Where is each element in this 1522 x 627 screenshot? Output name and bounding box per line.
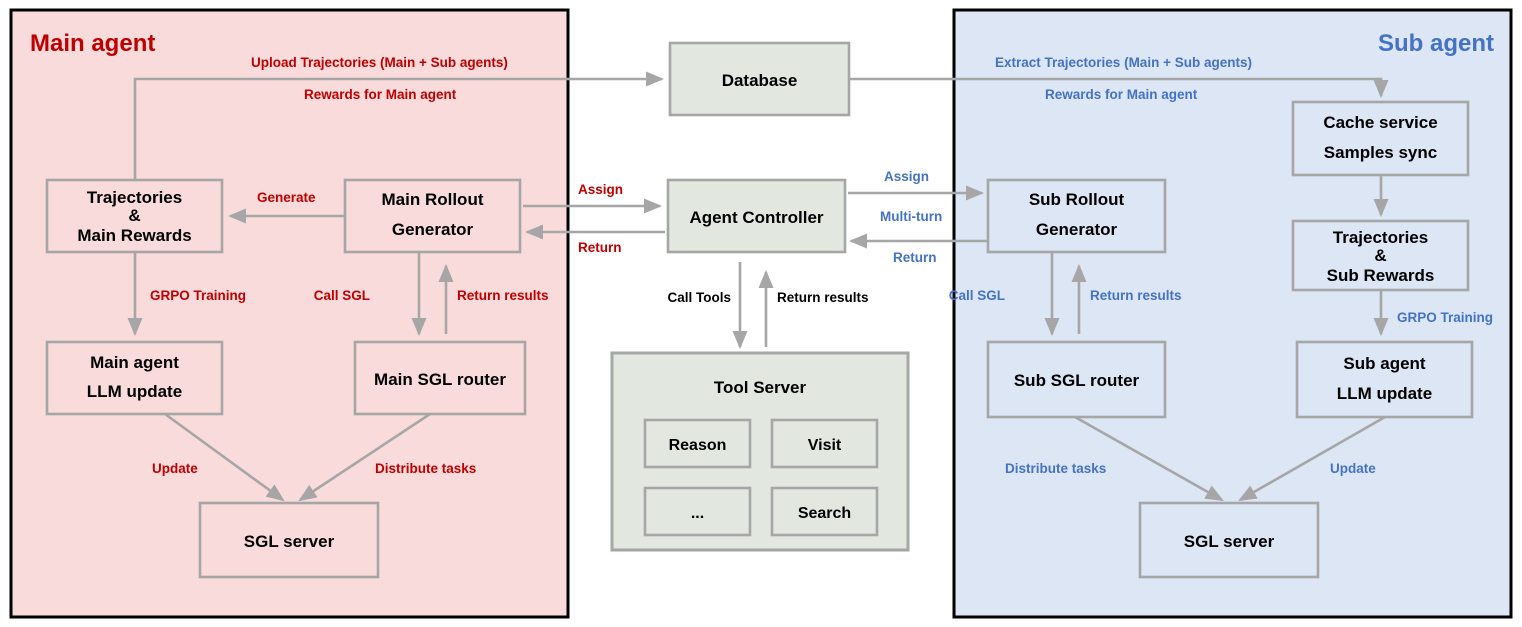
node-main-sgl-server-label: SGL server <box>244 532 335 551</box>
edge-label-return-results-center: Return results <box>777 290 869 305</box>
node-tool-server[interactable]: Tool Server Reason Visit ... Search <box>610 351 910 552</box>
node-main-trajectories-line-1: Trajectories <box>87 188 182 207</box>
edge-update-main <box>164 412 285 502</box>
edge-label-return-sub: Return <box>893 250 937 265</box>
tool-item-visit[interactable]: Visit <box>770 418 879 469</box>
main-agent-panel-title: Main agent <box>30 30 155 57</box>
edge-upload-trajectories <box>133 71 665 180</box>
sub-agent-panel-title: Sub agent <box>1378 30 1494 57</box>
node-sub-rollout-line-2: Generator <box>1036 220 1118 239</box>
node-sub-llm-update-line-2: LLM update <box>1337 384 1432 403</box>
tool-item-reason-label: Reason <box>669 437 727 454</box>
node-sub-sgl-server[interactable]: SGL server <box>1138 501 1320 579</box>
edge-label-generate: Generate <box>257 190 316 205</box>
edge-label-grpo-training-sub: GRPO Training <box>1397 310 1493 325</box>
node-agent-controller-label: Agent Controller <box>689 208 823 227</box>
tool-item-visit-label: Visit <box>808 437 842 454</box>
node-sub-rollout-generator[interactable]: Sub Rollout Generator <box>986 178 1167 254</box>
node-sub-trajectories-line-3: Sub Rewards <box>1327 266 1435 285</box>
node-main-llm-update-line-2: LLM update <box>87 382 182 401</box>
node-main-rollout-line-1: Main Rollout <box>382 190 484 209</box>
edge-label-grpo-training-main: GRPO Training <box>150 288 246 303</box>
edge-update-sub <box>1238 415 1386 502</box>
edge-label-multi-turn: Multi-turn <box>880 209 942 224</box>
node-main-sgl-router-label: Main SGL router <box>374 370 506 389</box>
edge-label-return-main: Return <box>578 240 622 255</box>
edge-label-update-sub: Update <box>1330 461 1376 476</box>
edge-label-update-main: Update <box>152 461 198 476</box>
node-sub-cache-line-2: Samples sync <box>1324 143 1437 162</box>
edge-label-extract-trajectories: Extract Trajectories (Main + Sub agents) <box>995 55 1252 70</box>
edge-extract-trajectories <box>849 77 1389 99</box>
node-main-trajectories-line-3: Main Rewards <box>77 226 191 245</box>
tool-item-more[interactable]: ... <box>643 486 752 537</box>
node-main-sgl-router[interactable]: Main SGL router <box>353 340 527 416</box>
edge-label-return-results-main: Return results <box>457 288 549 303</box>
edge-label-rewards-main: Rewards for Main agent <box>304 87 457 102</box>
node-database[interactable]: Database <box>668 41 851 117</box>
node-main-rollout-line-2: Generator <box>392 220 474 239</box>
node-main-sgl-server[interactable]: SGL server <box>198 501 380 579</box>
edge-label-rewards-main-sub: Rewards for Main agent <box>1045 87 1198 102</box>
node-sub-llm-update-line-1: Sub agent <box>1343 354 1426 373</box>
edge-label-call-sgl-sub: Call SGL <box>949 288 1005 303</box>
edge-label-distribute-tasks-main: Distribute tasks <box>375 461 476 476</box>
node-main-rollout-generator[interactable]: Main Rollout Generator <box>343 178 522 254</box>
node-sub-sgl-router[interactable]: Sub SGL router <box>986 340 1167 419</box>
node-sub-llm-update[interactable]: Sub agent LLM update <box>1295 340 1474 419</box>
edge-distribute-tasks-sub <box>1074 415 1224 502</box>
node-sub-trajectories-line-2: & <box>1374 246 1386 265</box>
node-agent-controller[interactable]: Agent Controller <box>666 178 847 254</box>
edge-label-upload-trajectories: Upload Trajectories (Main + Sub agents) <box>251 55 508 70</box>
node-tool-server-title: Tool Server <box>714 378 807 397</box>
node-sub-rollout-line-1: Sub Rollout <box>1029 190 1125 209</box>
edge-label-assign-main: Assign <box>578 182 623 197</box>
edge-label-return-results-sub: Return results <box>1090 288 1182 303</box>
tool-item-more-label: ... <box>691 505 704 522</box>
tool-item-search-label: Search <box>798 505 851 522</box>
node-database-label: Database <box>722 71 798 90</box>
node-sub-trajectories-line-1: Trajectories <box>1333 228 1428 247</box>
edge-label-call-tools: Call Tools <box>667 290 731 305</box>
node-sub-cache-service[interactable]: Cache service Samples sync <box>1291 100 1470 177</box>
edge-label-assign-sub: Assign <box>884 169 929 184</box>
edge-label-distribute-tasks-sub: Distribute tasks <box>1005 461 1106 476</box>
node-main-trajectories-line-2: & <box>128 206 140 225</box>
edge-label-call-sgl-main: Call SGL <box>314 288 370 303</box>
node-sub-sgl-router-label: Sub SGL router <box>1014 371 1140 390</box>
node-main-llm-update[interactable]: Main agent LLM update <box>45 340 224 416</box>
tool-item-reason[interactable]: Reason <box>643 418 752 469</box>
tool-item-search[interactable]: Search <box>770 486 879 537</box>
node-sub-sgl-server-label: SGL server <box>1184 532 1275 551</box>
edge-distribute-tasks-main <box>298 412 431 502</box>
node-sub-trajectories[interactable]: Trajectories & Sub Rewards <box>1291 219 1470 292</box>
node-sub-cache-line-1: Cache service <box>1323 113 1437 132</box>
node-main-trajectories[interactable]: Trajectories & Main Rewards <box>45 178 224 254</box>
node-main-llm-update-line-1: Main agent <box>90 353 179 372</box>
